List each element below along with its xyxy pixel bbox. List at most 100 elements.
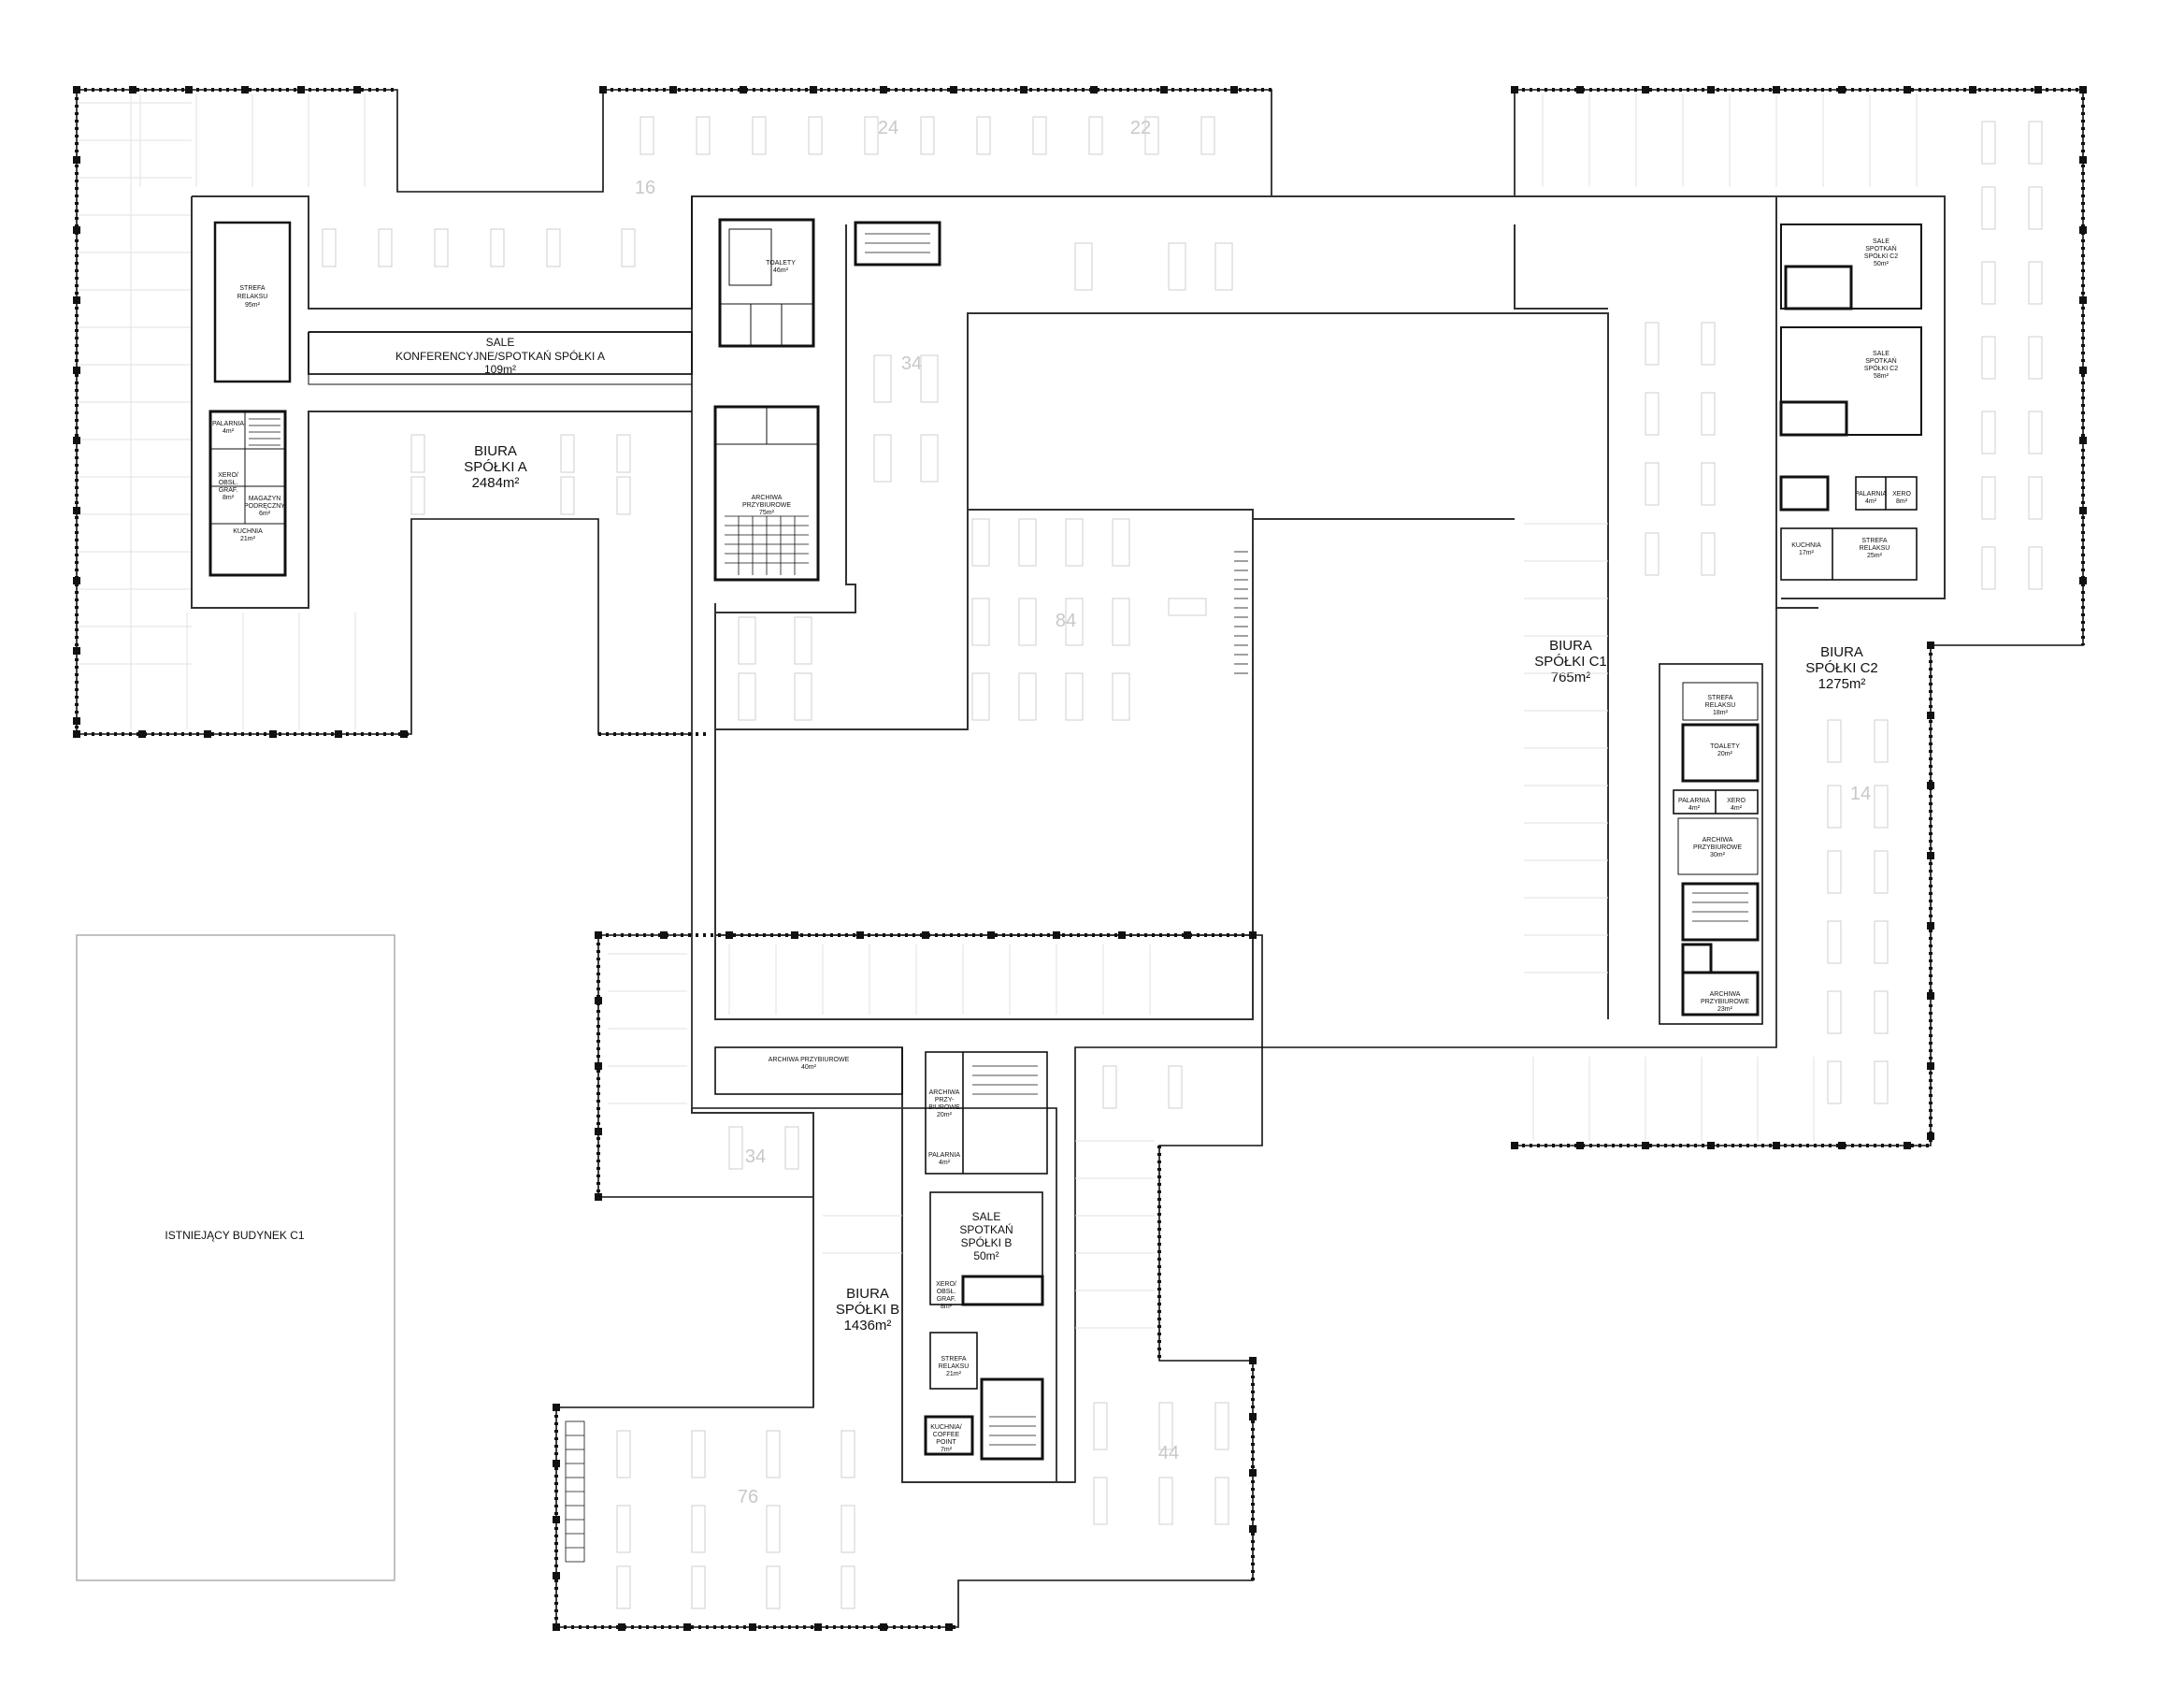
kitchen-b-area: 7m² [941, 1447, 953, 1453]
column-73 [1184, 931, 1191, 939]
existing-building-outline [76, 934, 395, 1581]
structural-columns [73, 86, 2087, 1631]
column-21 [1838, 86, 1846, 94]
column-34 [73, 717, 80, 725]
relax-c2-area: 25m² [1867, 553, 1883, 559]
toilets-top-area: 46m² [773, 267, 789, 274]
office-c2-line1: BIURA [1820, 644, 1863, 660]
xerox-a-line1: XERO/ [218, 472, 238, 479]
column-81 [945, 1623, 953, 1631]
kitchen-c2-area: 17m² [1799, 550, 1815, 556]
desks-a [322, 228, 636, 515]
archive-top-area: 75m² [759, 510, 775, 516]
meet-b-line3: SPÓŁKI B [961, 1235, 1013, 1249]
wing-b-grid [608, 944, 1155, 1329]
column-36 [2079, 156, 2087, 164]
smoking-c1-line1: PALARNIA [1678, 798, 1710, 804]
column-16 [1511, 86, 1518, 94]
column-19 [1707, 86, 1715, 94]
column-6 [599, 86, 607, 94]
column-57 [1904, 1142, 1911, 1149]
desks-center [738, 242, 1233, 721]
column-90 [595, 931, 602, 939]
meet-c2-1-line3: SPÓŁKI C2 [1864, 252, 1898, 260]
column-88 [1249, 1469, 1257, 1477]
archive-b-small-line1: ARCHIWA [929, 1089, 960, 1096]
desk-count-16: 16 [635, 178, 655, 198]
xerox-b-line2: OBSŁ. [937, 1289, 956, 1295]
column-74 [1249, 931, 1257, 939]
column-27 [73, 226, 80, 234]
relax-c2-line2: RELAKSU [1860, 545, 1890, 552]
kitchen-b-line3: POINT [936, 1439, 956, 1446]
column-55 [1773, 1142, 1780, 1149]
toilets-c1-line1: TOALETY [1710, 743, 1740, 750]
xerox-c1-area: 4m² [1731, 805, 1743, 812]
column-29 [73, 367, 80, 374]
archive-c1-2-area: 23m² [1717, 1006, 1733, 1013]
smoking-c1-area: 4m² [1688, 805, 1701, 812]
smoking-a-area: 4m² [223, 428, 235, 435]
meet-c2-1-area: 50m² [1874, 261, 1889, 267]
column-71 [1053, 931, 1060, 939]
smoking-a-line1: PALARNIA [212, 421, 244, 427]
column-87 [1249, 1413, 1257, 1420]
meet-c2-2-line2: SPOTKAŃ [1865, 356, 1896, 365]
relax-c1-line1: STREFA [1707, 695, 1733, 701]
office-a-line2: SPÓŁKI A [464, 459, 527, 475]
archive-b-long-area: 40m² [801, 1064, 817, 1071]
column-86 [1249, 1357, 1257, 1364]
meet-b-line2: SPOTKAŃ [959, 1222, 1013, 1236]
column-8 [740, 86, 747, 94]
column-42 [2079, 577, 2087, 584]
column-3 [241, 86, 249, 94]
column-85 [553, 1572, 560, 1579]
column-77 [683, 1623, 691, 1631]
toilets-top-line1: TOALETY [766, 260, 796, 267]
relax-zone-a [213, 221, 292, 383]
office-c1-line2: SPÓŁKI C1 [1534, 654, 1607, 670]
xerox-a-area: 8m² [223, 495, 235, 501]
column-15 [1230, 86, 1238, 94]
wing-b: ARCHIWA PRZYBIUROWE 40m² ARCHIWA PRZY- B… [554, 933, 1263, 1629]
column-66 [726, 931, 733, 939]
meet-c2-1-line2: SPOTKAŃ [1865, 244, 1896, 252]
column-82 [553, 1404, 560, 1411]
column-14 [1160, 86, 1168, 94]
meet-c2-2-area: 58m² [1874, 373, 1889, 380]
column-63 [400, 730, 408, 738]
column-72 [1118, 931, 1126, 939]
office-c2-line2: SPÓŁKI C2 [1805, 660, 1878, 676]
toilets-c1-area: 20m² [1717, 751, 1733, 757]
office-b-line1: BIURA [846, 1286, 889, 1302]
column-53 [1642, 1142, 1649, 1149]
column-79 [814, 1623, 822, 1631]
office-a-area: 2484m² [472, 475, 520, 491]
column-76 [618, 1623, 625, 1631]
column-41 [2079, 507, 2087, 514]
column-59 [138, 730, 146, 738]
office-c1-area: 765m² [1551, 670, 1591, 685]
column-51 [1511, 1142, 1518, 1149]
column-92 [595, 1062, 602, 1070]
xerox-b-area: 8m² [941, 1304, 953, 1310]
smoking-b-area: 4m² [939, 1160, 951, 1166]
relax-a-area: 95m² [245, 302, 261, 309]
storage-a-area: 6m² [259, 511, 271, 517]
meet-c2-2-line3: SPÓŁKI C2 [1864, 364, 1898, 372]
column-84 [553, 1516, 560, 1523]
relax-c1-line2: RELAKSU [1705, 702, 1736, 709]
column-54 [1707, 1142, 1715, 1149]
column-46 [1927, 852, 1934, 859]
office-c2-area: 1275m² [1818, 676, 1866, 692]
relax-b-area: 21m² [946, 1371, 962, 1377]
column-2 [185, 86, 193, 94]
storage-a-line1: MAGAZYN [249, 496, 281, 502]
desk-count-24: 24 [878, 118, 898, 138]
column-78 [749, 1623, 756, 1631]
desk-count-14: 14 [1850, 784, 1871, 804]
column-93 [595, 1128, 602, 1135]
column-80 [880, 1623, 887, 1631]
column-18 [1642, 86, 1649, 94]
column-68 [856, 931, 864, 939]
